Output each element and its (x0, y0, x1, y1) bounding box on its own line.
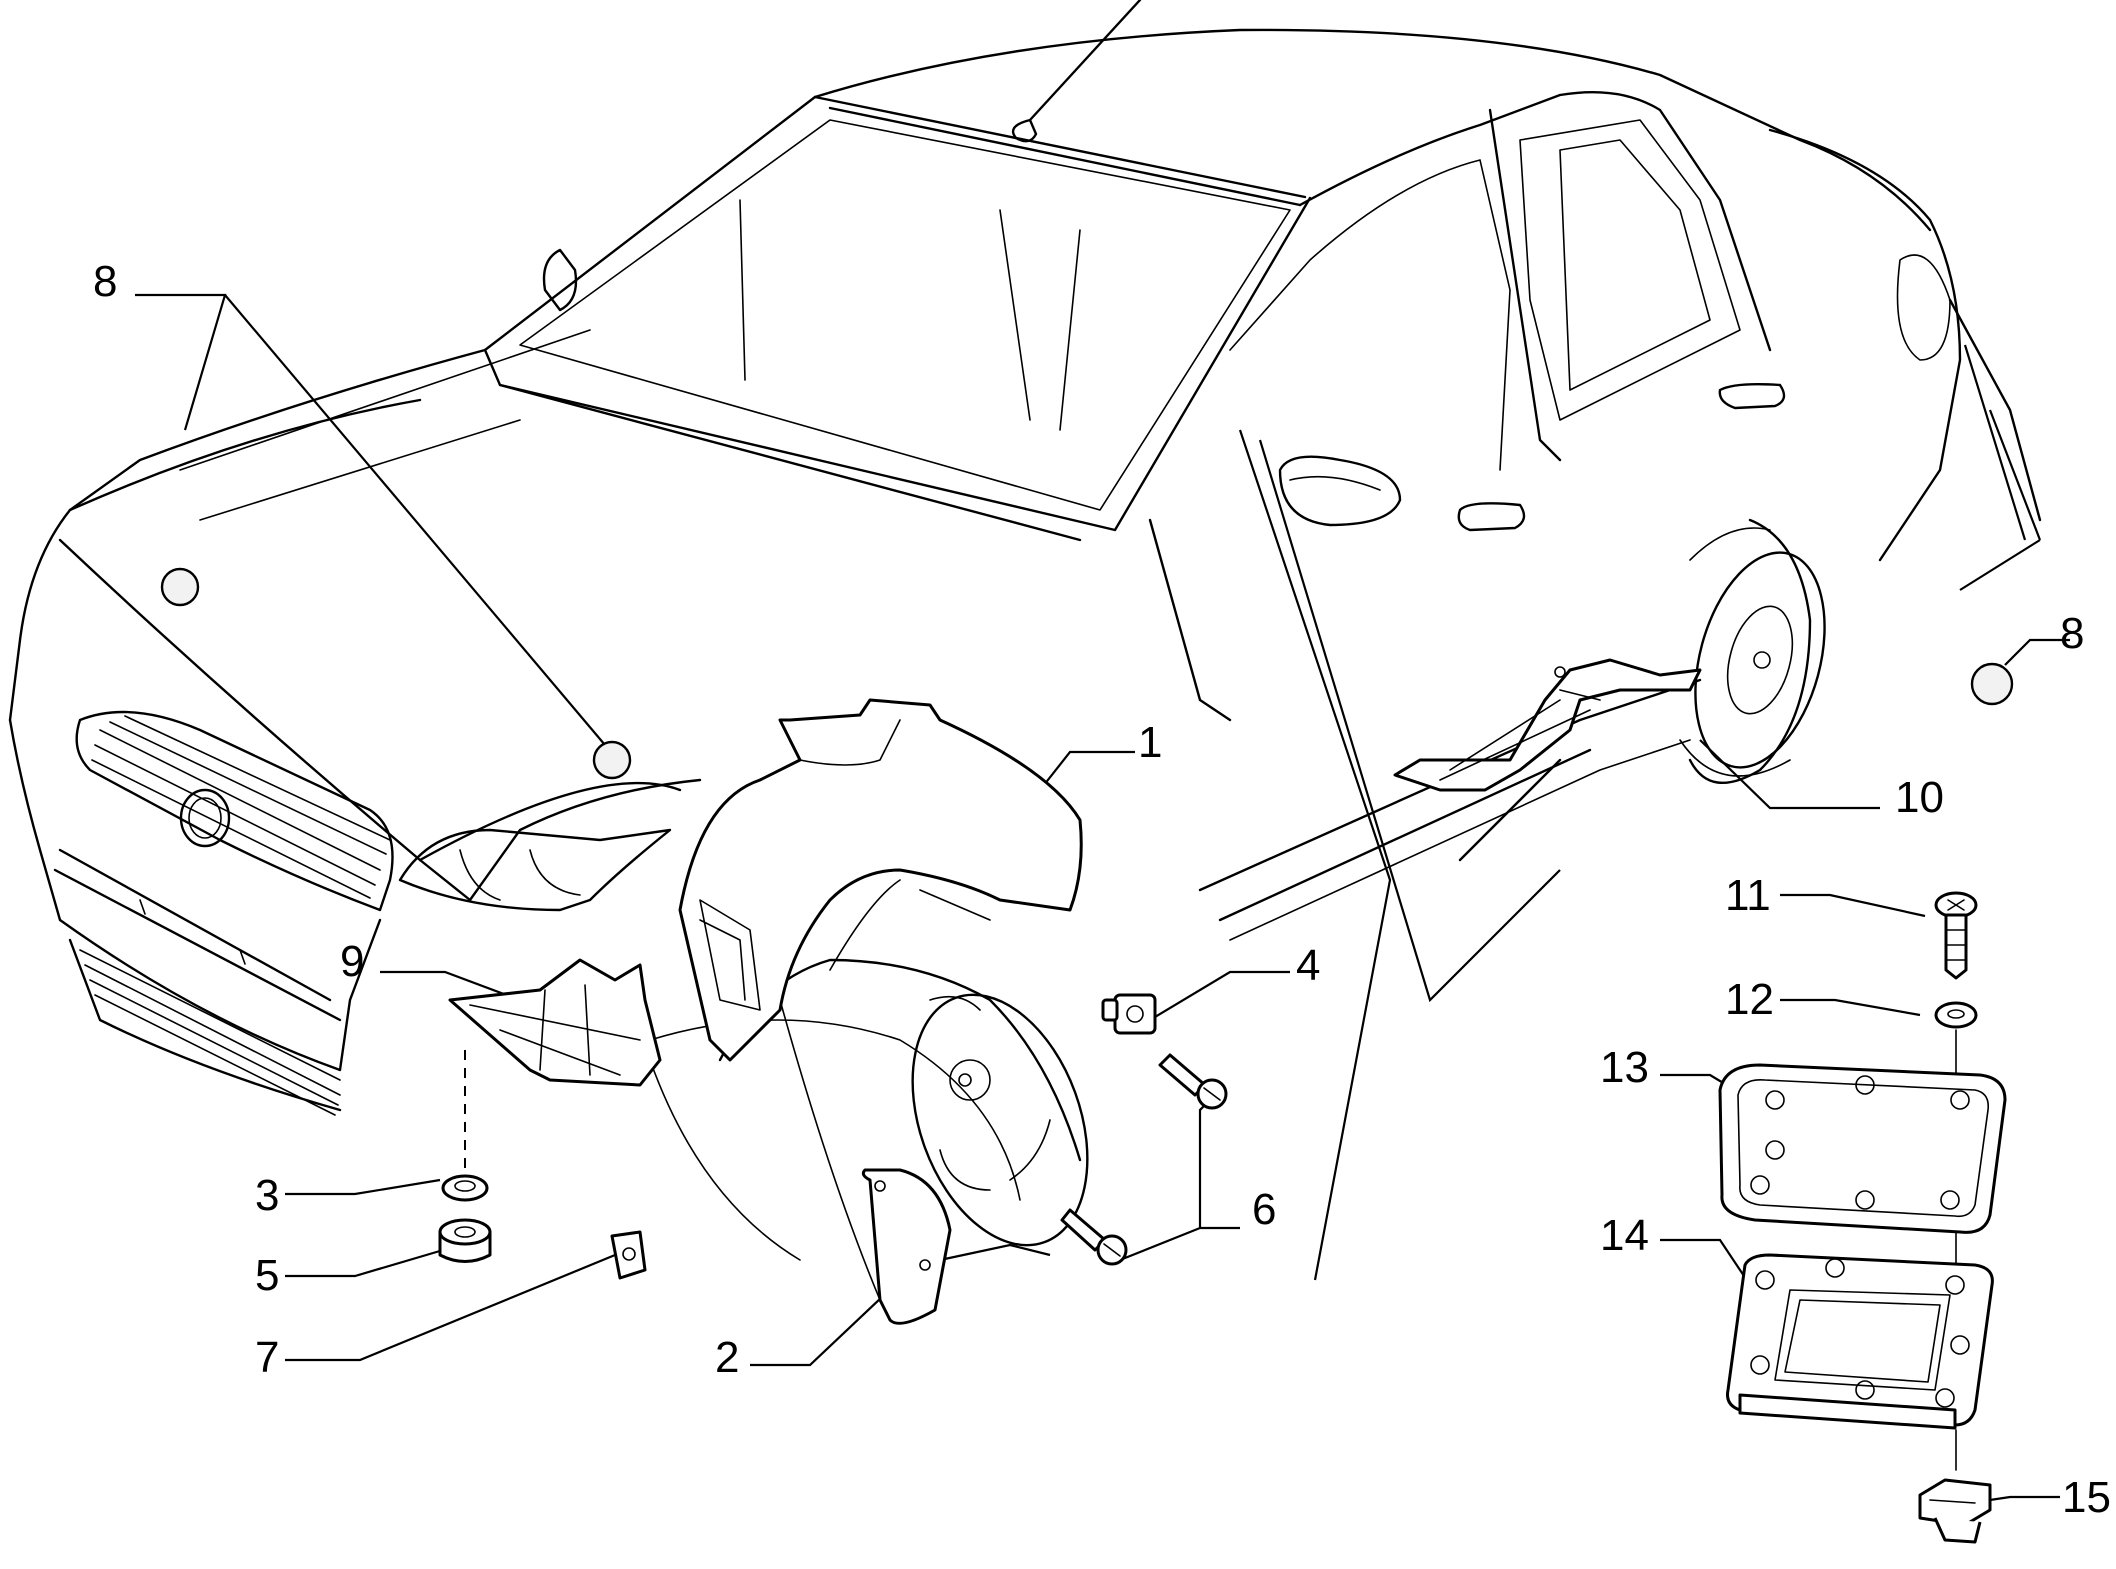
callout-12: 12 (1725, 975, 1774, 1024)
leader-lines (135, 293, 2070, 1502)
part-7-clip (610, 1230, 647, 1280)
callout-13: 13 (1600, 1043, 1649, 1092)
car-body-outline (8, 0, 2042, 1301)
part-3-washer (441, 1174, 489, 1202)
callout-2: 2 (715, 1333, 739, 1382)
callout-10: 10 (1895, 773, 1944, 822)
part-11-screw (1934, 891, 1978, 980)
part-1-wheel-arch-liner (678, 698, 1083, 1062)
part-6-screws (1060, 1053, 1228, 1266)
callout-3: 3 (255, 1171, 279, 1220)
part-10-sill-shield (1393, 658, 1702, 792)
part-12-washer (1934, 1001, 1978, 1029)
callout-11: 11 (1725, 871, 1771, 920)
rear-plug (1970, 662, 2014, 706)
callout-8-front: 8 (93, 257, 117, 306)
part-9-underbody-shield (448, 958, 662, 1087)
part-13-gasket (1718, 1063, 2007, 1234)
part-15-clip (1918, 1478, 1992, 1544)
callout-9: 9 (340, 937, 364, 986)
callout-14: 14 (1600, 1211, 1649, 1260)
hood-plug-1 (160, 567, 200, 607)
part-14-frame-plate (1726, 1253, 1994, 1430)
callout-5: 5 (255, 1251, 279, 1300)
callout-7: 7 (255, 1333, 279, 1382)
callout-15: 15 (2062, 1473, 2111, 1522)
hood-plug-2 (592, 740, 632, 780)
callout-6: 6 (1252, 1185, 1276, 1234)
callout-1: 1 (1138, 718, 1162, 767)
part-5-nut (438, 1218, 492, 1263)
part-4-clip-nut (1101, 993, 1157, 1035)
part-2-mud-flap (861, 1168, 952, 1325)
callout-labels: 1 2 3 4 5 6 7 8 8 9 10 11 12 13 14 15 (93, 257, 2111, 1522)
callout-4: 4 (1296, 941, 1320, 990)
callout-8-rear: 8 (2060, 609, 2084, 658)
